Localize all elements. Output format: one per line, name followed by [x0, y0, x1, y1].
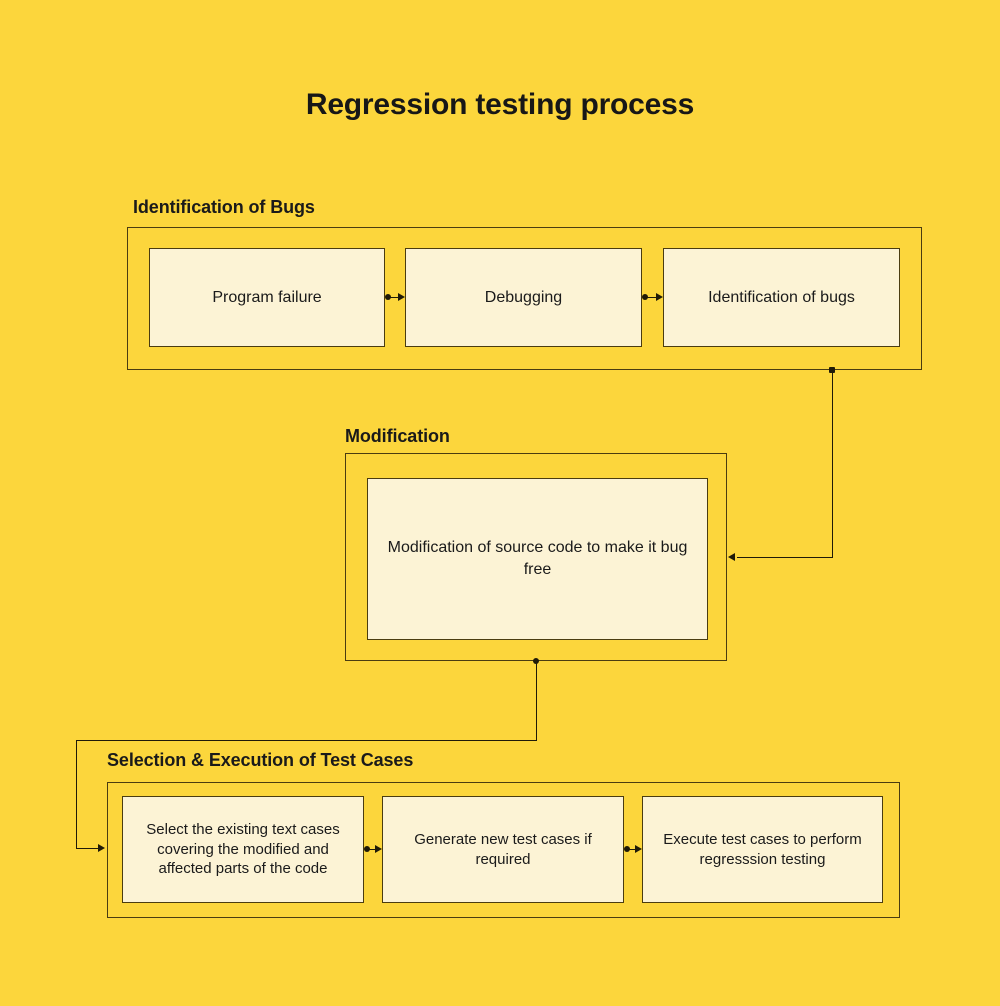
connector-segment-horizontal-1: [76, 740, 537, 741]
node-identification-of-bugs[interactable]: Identification of bugs: [663, 248, 900, 347]
node-debugging[interactable]: Debugging: [405, 248, 642, 347]
connector-segment-horizontal-2: [76, 848, 99, 849]
node-select-existing-test-cases[interactable]: Select the existing text cases covering …: [122, 796, 364, 903]
node-generate-new-test-cases[interactable]: Generate new test cases if required: [382, 796, 624, 903]
section-label-selection-execution-of-test-cases: Selection & Execution of Test Cases: [107, 750, 414, 770]
connector-segment-vertical-2: [76, 740, 77, 848]
section-container-identification-of-bugs: [127, 227, 922, 370]
section-label-modification: Modification: [345, 426, 450, 446]
node-modification-of-source-code[interactable]: Modification of source code to make it b…: [367, 478, 708, 640]
arrowhead-icon: [375, 844, 382, 853]
connector-segment: [627, 849, 636, 850]
arrowhead-icon: [728, 552, 735, 561]
connector-segment-vertical: [832, 370, 833, 558]
arrowhead-icon: [656, 292, 663, 301]
section-container-selection-execution-of-test-cases: [107, 782, 900, 918]
connector-segment-vertical-1: [536, 661, 537, 741]
connector-segment: [388, 297, 399, 298]
arrowhead-icon: [635, 844, 642, 853]
arrowhead-icon: [98, 843, 105, 852]
connector-segment: [645, 297, 657, 298]
connector-segment: [367, 849, 376, 850]
node-execute-test-cases[interactable]: Execute test cases to perform regresssio…: [642, 796, 883, 903]
page-title: Regression testing process: [305, 88, 695, 121]
connector-segment-horizontal: [737, 557, 833, 558]
section-label-identification-of-bugs: Identification of Bugs: [133, 197, 315, 217]
arrowhead-icon: [398, 292, 405, 301]
node-program-failure[interactable]: Program failure: [149, 248, 385, 347]
